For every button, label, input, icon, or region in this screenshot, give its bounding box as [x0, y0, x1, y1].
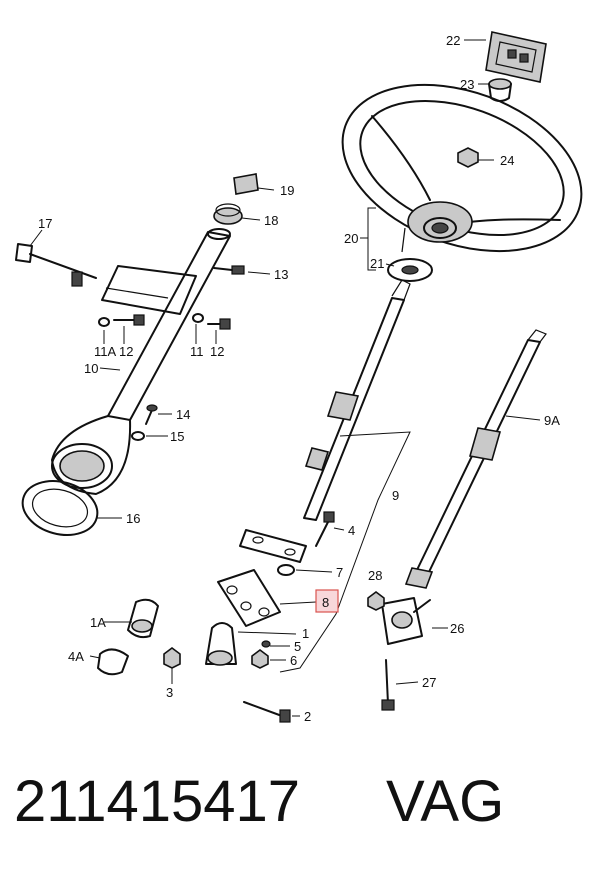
leader-lines: [29, 39, 541, 717]
washer-11-part: [192, 313, 204, 323]
callout-4: 4: [348, 523, 355, 538]
horn-button-part: [485, 31, 547, 83]
flange-part-1: [205, 622, 237, 666]
clip-4a-part: [97, 648, 129, 676]
nut-3-part: [163, 647, 181, 669]
washer-15-part: [131, 431, 145, 441]
callout-21: 21: [370, 256, 384, 271]
callout-9a: 9A: [544, 413, 560, 428]
part-number: 211415417: [14, 769, 301, 834]
clamp-1a-part: [127, 598, 159, 639]
washer-7-part: [277, 564, 295, 576]
callout-2: 2: [304, 709, 311, 724]
contact-ring-part: [387, 227, 433, 282]
callout-labels: 22 23 24 19 18 17 20 21 13 11A 12 11 12 …: [38, 33, 560, 724]
bearing-part: [213, 203, 243, 225]
footer: 211415417 VAG: [0, 768, 600, 840]
callout-12b: 12: [210, 344, 224, 359]
callout-17: 17: [38, 216, 52, 231]
callout-16: 16: [126, 511, 140, 526]
callout-23: 23: [460, 77, 474, 92]
callout-24: 24: [500, 153, 514, 168]
bolt-27-part: [381, 659, 395, 711]
parts-diagram: 22 23 24 19 18 17 20 21 13 11A 12 11 12 …: [15, 31, 583, 724]
callout-3: 3: [166, 685, 173, 700]
callout-8: 8: [322, 595, 329, 610]
bolt-4-part: [315, 511, 335, 547]
callout-22: 22: [446, 33, 460, 48]
gasket-part: [21, 480, 99, 536]
nut-28-part: [367, 591, 385, 611]
flange-plate: [239, 529, 307, 563]
bolt-13-part: [213, 265, 245, 275]
cap-part: [488, 78, 512, 102]
bush-part: [233, 173, 259, 195]
universal-joint: [381, 597, 431, 645]
callout-5: 5: [294, 639, 301, 654]
bolt-2-part: [243, 701, 291, 723]
coupling-disc: [217, 569, 281, 627]
callout-14: 14: [176, 407, 190, 422]
brand-name: VAG: [386, 769, 505, 834]
callout-1: 1: [302, 626, 309, 641]
callout-11: 11: [190, 344, 204, 359]
bolt-12b-part: [207, 318, 231, 330]
callout-20: 20: [344, 231, 358, 246]
screw-14-part: [145, 404, 158, 425]
washer-11a-part: [98, 317, 110, 327]
steering-shaft: [303, 279, 411, 521]
bolt-12a-part: [113, 314, 145, 326]
column-tube: [51, 228, 231, 495]
callout-9: 9: [392, 488, 399, 503]
callout-1a: 1A: [90, 615, 106, 630]
callout-18: 18: [264, 213, 278, 228]
highlight-box: [315, 589, 339, 613]
callout-4a: 4A: [68, 649, 84, 664]
callout-27: 27: [422, 675, 436, 690]
wheel-nut-part: [457, 147, 479, 168]
callout-13: 13: [274, 267, 288, 282]
callout-10: 10: [84, 361, 98, 376]
nut-6-part: [251, 649, 269, 669]
steering-wheel: [341, 83, 583, 253]
callout-12a: 12: [119, 344, 133, 359]
callout-26: 26: [450, 621, 464, 636]
callout-28: 28: [368, 568, 382, 583]
lock-5-part: [261, 640, 271, 648]
steering-shaft-9a: [404, 329, 547, 589]
callout-11a: 11A: [94, 344, 116, 359]
callout-15: 15: [170, 429, 184, 444]
mounting-bracket: [15, 243, 197, 315]
callout-7: 7: [336, 565, 343, 580]
callout-6: 6: [290, 653, 297, 668]
callout-19: 19: [280, 183, 294, 198]
